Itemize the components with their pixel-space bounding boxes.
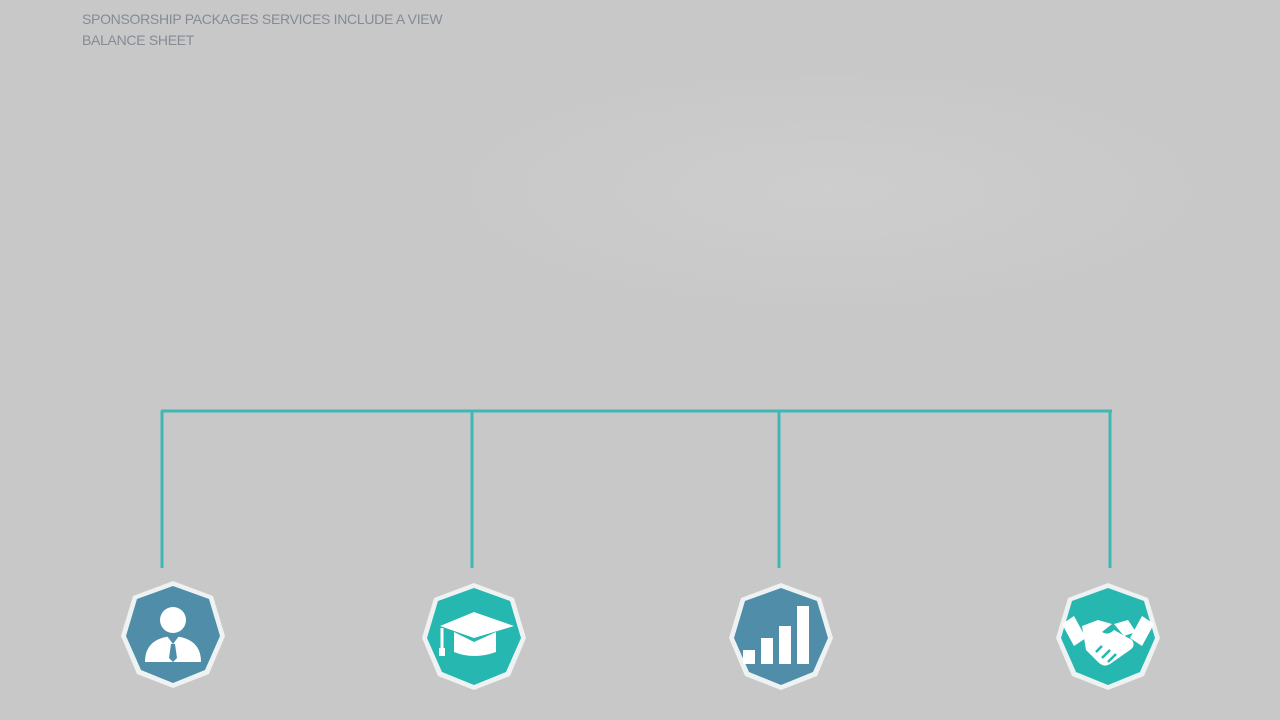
- background-glow: [420, 60, 1240, 320]
- header-line-2: BALANCE SHEET: [82, 32, 195, 48]
- header-text-block: SPONSORSHIP PACKAGES SERVICES INCLUDE A …: [82, 9, 542, 51]
- handshake-icon: [1056, 583, 1160, 690]
- graduation-cap-icon: [422, 583, 526, 690]
- node-bar-chart: [725, 580, 837, 692]
- header-line-1: SPONSORSHIP PACKAGES SERVICES INCLUDE A …: [82, 11, 443, 27]
- node-handshake: [1052, 580, 1164, 692]
- bar-chart-icon: [729, 583, 833, 690]
- node-graduation: [418, 580, 530, 692]
- businessman-icon: [121, 581, 225, 688]
- node-businessman: [117, 578, 229, 690]
